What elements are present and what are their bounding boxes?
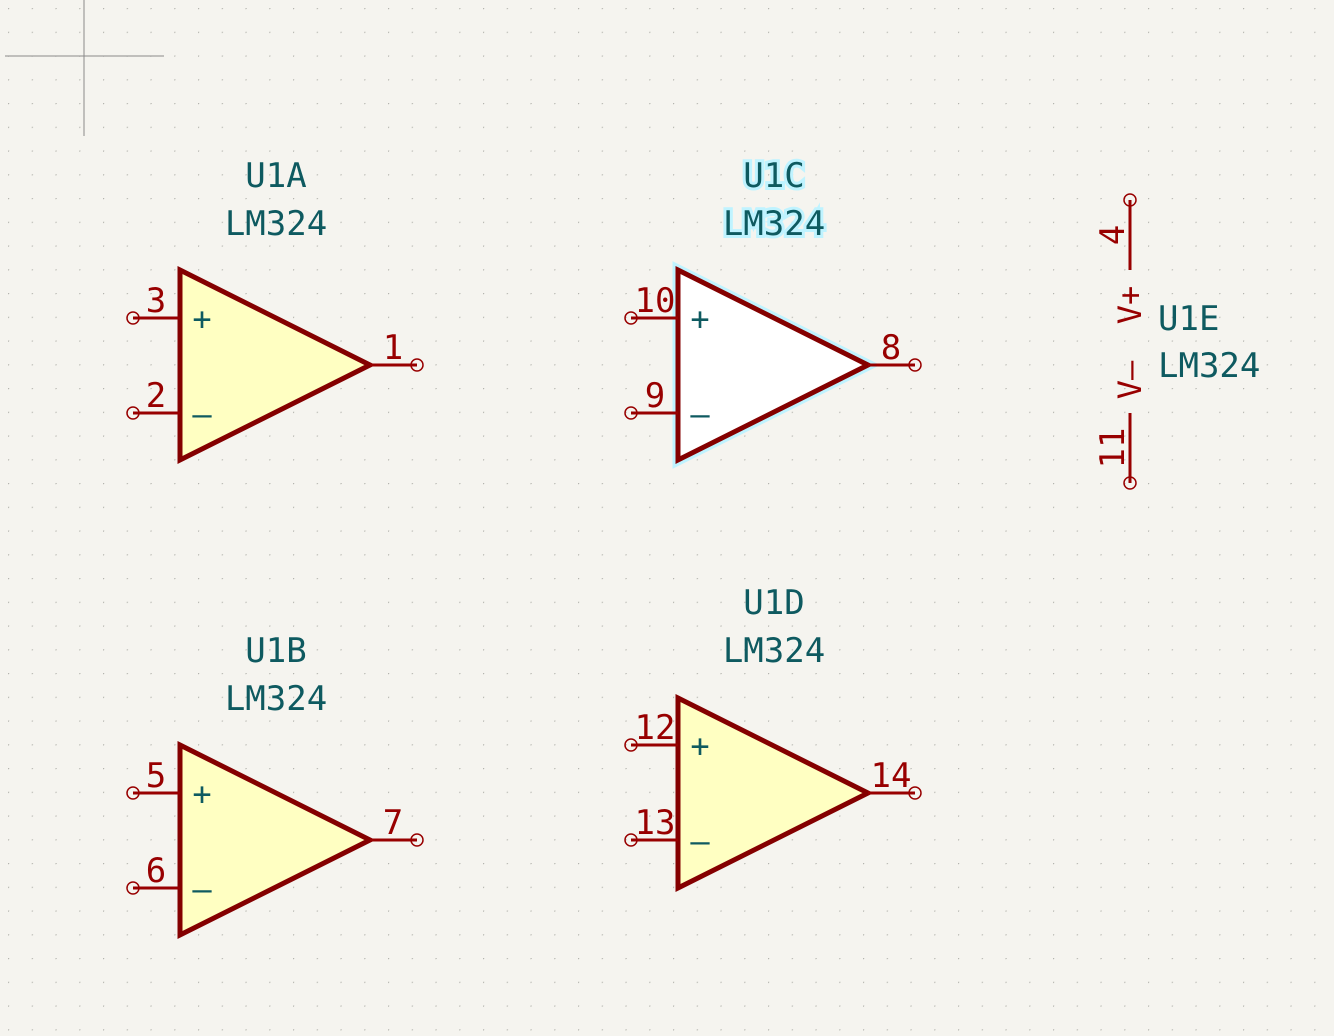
opamp-body xyxy=(177,740,376,940)
pin-endpoint[interactable] xyxy=(126,311,140,325)
pin-number-minus: 2 xyxy=(146,376,166,416)
cursor-crosshair xyxy=(5,0,164,136)
opamp-body xyxy=(177,265,376,465)
symbol-u1b[interactable]: U1B LM324 5 6 7 + – xyxy=(126,631,424,940)
pin-name-top: V+ xyxy=(1111,286,1149,325)
plus-input-sign: + xyxy=(192,775,211,813)
symbol-u1a[interactable]: U1A LM324 3 2 1 + – xyxy=(126,156,424,465)
value-label: LM324 xyxy=(225,679,327,719)
reference-label: U1E xyxy=(1158,299,1219,339)
value-label-halo: LM324 xyxy=(723,204,825,244)
pin-number-top: 4 xyxy=(1093,225,1133,245)
symbol-u1e[interactable]: 4 V+ 11 V– U1E LM324 xyxy=(1093,193,1260,490)
reference-label: U1C xyxy=(743,156,804,196)
pin-number-out: 8 xyxy=(881,328,901,368)
pin-endpoint[interactable] xyxy=(624,833,638,847)
pin-endpoint[interactable] xyxy=(410,358,424,372)
pin-endpoint[interactable] xyxy=(624,406,638,420)
pin-endpoint[interactable] xyxy=(908,358,922,372)
pin-number-minus: 6 xyxy=(146,851,166,891)
opamp-body xyxy=(675,265,874,465)
minus-input-sign: – xyxy=(192,395,212,433)
reference-label: U1B xyxy=(245,631,306,671)
symbol-u1c[interactable]: U1C LM324 U1C LM324 10 9 8 + – xyxy=(624,153,922,469)
value-label: LM324 xyxy=(1158,346,1260,386)
pin-number-out: 14 xyxy=(871,756,912,796)
pin-number-minus: 13 xyxy=(635,803,676,843)
minus-input-sign: – xyxy=(690,395,710,433)
pin-number-plus: 3 xyxy=(146,281,166,321)
pin-endpoint[interactable] xyxy=(126,881,140,895)
reference-label: U1D xyxy=(743,583,804,623)
reference-label: U1A xyxy=(245,156,306,196)
pin-endpoint[interactable] xyxy=(908,786,922,800)
pin-number-out: 1 xyxy=(383,328,403,368)
plus-input-sign: + xyxy=(192,300,211,338)
pin-number-plus: 5 xyxy=(146,756,166,796)
minus-input-sign: – xyxy=(690,822,710,860)
pin-endpoint[interactable] xyxy=(1123,476,1137,490)
pin-number-bottom: 11 xyxy=(1093,428,1133,469)
symbol-u1d[interactable]: U1D LM324 12 13 14 + – xyxy=(624,583,922,893)
value-label: LM324 xyxy=(723,204,825,244)
pin-endpoint[interactable] xyxy=(410,833,424,847)
pin-number-minus: 9 xyxy=(645,376,665,416)
pin-number-plus: 12 xyxy=(635,708,676,748)
reference-label-halo: U1C xyxy=(743,156,804,196)
minus-input-sign: – xyxy=(192,870,212,908)
pin-endpoint[interactable] xyxy=(126,786,140,800)
pin-endpoint[interactable] xyxy=(624,738,638,752)
pin-endpoint[interactable] xyxy=(1123,193,1137,207)
value-label: LM324 xyxy=(225,204,327,244)
pin-number-plus: 10 xyxy=(635,281,676,321)
pin-endpoint[interactable] xyxy=(126,406,140,420)
plus-input-sign: + xyxy=(690,727,709,765)
pin-name-bottom: V– xyxy=(1111,360,1149,399)
value-label: LM324 xyxy=(723,631,825,671)
pin-endpoint[interactable] xyxy=(624,311,638,325)
plus-input-sign: + xyxy=(690,300,709,338)
pin-number-out: 7 xyxy=(383,803,403,843)
opamp-body xyxy=(675,693,874,893)
